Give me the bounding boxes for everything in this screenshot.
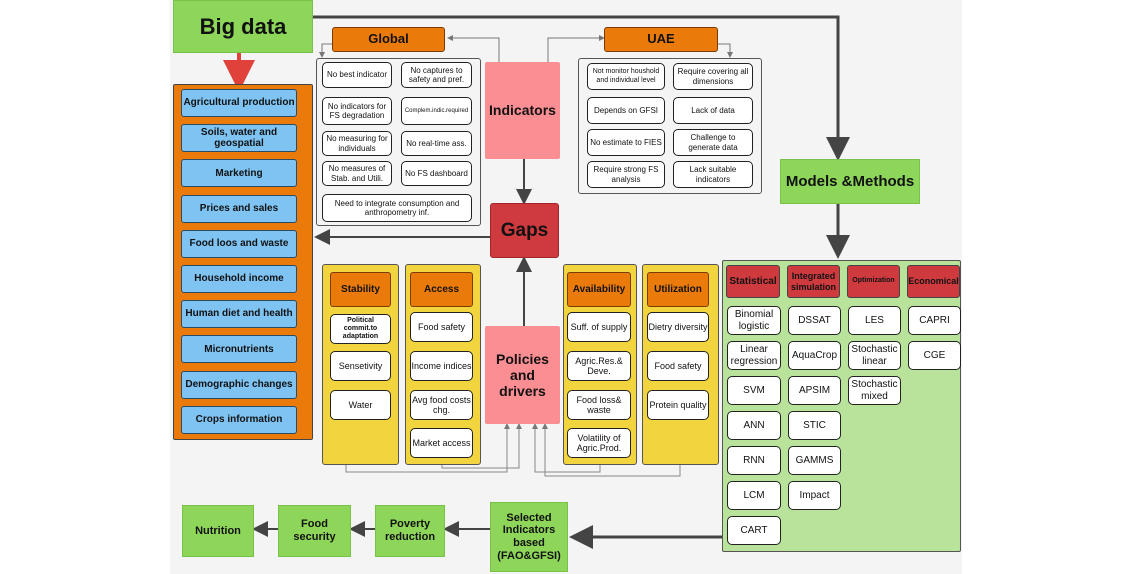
uae-header: UAE [604,27,718,52]
integrated-model-item: GAMMS [788,446,841,475]
category-item: Prices and sales [181,194,297,223]
uae-gap-item: Not monitor houshold and individual leve… [587,63,665,90]
optimization-model-item: Stochastic linear [848,341,901,370]
gaps-box: Gaps [490,203,559,258]
category-item: Micronutrients [181,335,297,364]
models-methods-box: Models &Methods [780,159,920,204]
uae-gap-item: No estimate to FIES [587,129,665,156]
utilization-item: Protein quality [647,390,709,420]
global-gap-item: No real-time ass. [401,131,472,156]
statistical-model-item: SVM [727,376,781,405]
uae-gap-item: Lack of data [673,97,753,124]
economical-header: Economical [907,265,960,298]
global-gap-item: No measures of Stab. and Utili. [322,161,392,186]
access-item: Avg food costs chg. [410,390,473,420]
utilization-item: Dietry diversity [647,312,709,342]
poverty-reduction-box: Poverty reduction [375,505,445,557]
statistical-header: Statistical [726,265,780,298]
indicators-box: Indicators [485,62,560,159]
category-item: Demographic changes [181,370,297,399]
integrated-model-item: STIC [788,411,841,440]
global-gap-item: No FS dashboard [401,161,472,186]
availability-item: Volatility of Agric.Prod. [567,428,631,458]
statistical-model-item: RNN [727,446,781,475]
access-item: Market access [410,428,473,458]
utilization-header: Utilization [647,272,709,307]
optimization-model-item: LES [848,306,901,335]
global-gap-item: Need to integrate consumption and anthro… [322,194,472,222]
uae-gap-item: Challenge to generate data [673,129,753,156]
category-item: Human diet and health [181,300,297,329]
statistical-model-item: CART [727,516,781,545]
uae-gap-item: Depends on GFSI [587,97,665,124]
selected-indicators-box: Selected Indicators based (FAO&GFSI) [490,502,568,572]
statistical-model-item: LCM [727,481,781,510]
statistical-model-item: ANN [727,411,781,440]
economical-model-item: CGE [908,341,961,370]
nutrition-box: Nutrition [182,505,254,557]
category-item: Agricultural production [181,89,297,117]
stability-item: Sensetivity [330,351,391,381]
utilization-item: Food safety [647,351,709,381]
access-item: Food safety [410,312,473,342]
integrated-model-item: DSSAT [788,306,841,335]
availability-header: Availability [567,272,631,307]
availability-item: Agric.Res.& Deve. [567,351,631,381]
category-item: Crops information [181,405,297,434]
access-item: Income indices [410,351,473,381]
global-header: Global [332,27,445,52]
statistical-model-item: Binomial logistic [727,306,781,335]
uae-gap-item: Require covering all dimensions [673,63,753,90]
uae-gap-item: Require strong FS analysis [587,161,665,188]
global-gap-item: Complem.indic.required [401,97,472,125]
food-security-box: Food security [278,505,351,557]
integrated-model-item: APSIM [788,376,841,405]
integrated-header: Integrated simulation [787,265,840,298]
statistical-model-item: Linear regression [727,341,781,370]
economical-model-item: CAPRI [908,306,961,335]
stability-item: Political commit.to adaptation [330,314,391,344]
optimization-model-item: Stochastic mixed [848,376,901,405]
integrated-model-item: Impact [788,481,841,510]
policies-drivers-box: Policies and drivers [485,326,560,424]
availability-item: Food loss& waste [567,390,631,420]
availability-item: Suff. of supply [567,312,631,342]
category-item: Household income [181,265,297,293]
category-item: Marketing [181,159,297,188]
stability-header: Stability [330,272,391,307]
big-data-box: Big data [173,0,313,53]
category-item: Soils, water and geospatial [181,124,297,153]
global-gap-item: No best indicator [322,62,392,88]
global-gap-item: No captures to safety and pref. [401,62,472,88]
stability-item: Water [330,390,391,420]
category-item: Food loos and waste [181,229,297,258]
integrated-model-item: AquaCrop [788,341,841,370]
global-gap-item: No measuring for individuals [322,131,392,156]
access-header: Access [410,272,473,307]
optimization-header: Optimization [847,265,900,298]
global-gap-item: No indicators for FS degradation [322,97,392,125]
uae-gap-item: Lack suitable indicators [673,161,753,188]
